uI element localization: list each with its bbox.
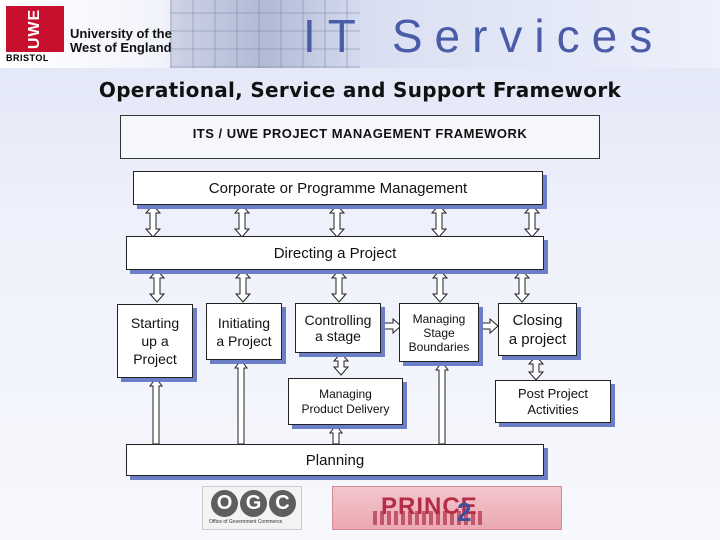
double-arrow [332, 352, 350, 376]
double-arrow [523, 204, 541, 238]
double-arrow [144, 204, 162, 238]
starting-up-label-3: Project [133, 351, 177, 367]
up-arrow [435, 361, 449, 445]
uwe-logo-city: BRISTOL [6, 53, 49, 63]
controlling-stage-box: Controlling a stage [295, 303, 381, 353]
controlling-label-2: a stage [315, 328, 361, 344]
managing-stage-boundaries-box: Managing Stage Boundaries [399, 303, 479, 362]
corporate-management-label: Corporate or Programme Management [208, 179, 468, 197]
ogc-letter: G [240, 490, 267, 517]
initiating-label-1: Initiating [217, 314, 271, 331]
managing-stage-label-3: Boundaries [408, 339, 470, 354]
double-arrow [513, 269, 531, 303]
double-arrow [148, 269, 166, 303]
initiating-label-2: a Project [216, 332, 272, 349]
closing-label-1: Closing [512, 311, 563, 329]
post-project-label-1: Post Project [517, 385, 589, 401]
post-project-activities-box: Post Project Activities [495, 380, 611, 423]
up-arrow [234, 359, 248, 445]
up-arrow [329, 424, 343, 445]
closing-project-box: Closing a project [498, 303, 577, 356]
header-banner: UWE BRISTOL University of the West of En… [0, 0, 720, 68]
double-arrow [527, 355, 545, 381]
directing-project-label: Directing a Project [273, 244, 397, 262]
prince2-text: PRINCE [381, 493, 478, 520]
prince2-number: 2 [457, 497, 472, 527]
managing-stage-label-1: Managing [412, 311, 466, 326]
ogc-letter: O [211, 490, 238, 517]
ogc-subtitle: Office of Government Commerce [209, 519, 283, 525]
up-arrow [149, 377, 163, 445]
double-arrow [328, 204, 346, 238]
keyboard-image [170, 0, 360, 68]
university-name: University of the West of England [70, 26, 172, 55]
uwe-logo: UWE [6, 6, 64, 52]
controlling-label-1: Controlling [304, 312, 372, 328]
right-arrow [479, 317, 499, 335]
planning-box: Planning [126, 444, 544, 476]
double-arrow [234, 269, 252, 303]
double-arrow [330, 269, 348, 303]
managing-delivery-label-1: Managing [319, 386, 372, 401]
initiating-box: Initiating a Project [206, 303, 282, 360]
prince2-logo: PRINCE 2 [332, 486, 562, 530]
ogc-letter: C [269, 490, 296, 517]
managing-stage-label-2: Stage [423, 325, 455, 340]
managing-product-delivery-box: Managing Product Delivery [288, 378, 403, 425]
closing-label-2: a project [508, 330, 567, 348]
it-services-title: IT Services [303, 10, 665, 62]
framework-title: ITS / UWE PROJECT MANAGEMENT FRAMEWORK [120, 115, 600, 159]
prince2-skyline [373, 511, 483, 525]
corporate-management-box: Corporate or Programme Management [133, 171, 543, 205]
starting-up-box: Starting up a Project [117, 304, 193, 378]
managing-delivery-label-2: Product Delivery [301, 401, 390, 416]
double-arrow [431, 269, 449, 303]
ogc-logo: O G C Office of Government Commerce [202, 486, 302, 530]
post-project-label-2: Activities [527, 401, 579, 417]
right-arrow [382, 317, 402, 335]
starting-up-label-1: Starting [130, 315, 180, 331]
planning-label: Planning [305, 451, 365, 469]
double-arrow [233, 204, 251, 238]
starting-up-label-2: up a [141, 333, 169, 349]
page-title: Operational, Service and Support Framewo… [98, 78, 622, 102]
double-arrow [430, 204, 448, 238]
directing-project-box: Directing a Project [126, 236, 544, 270]
